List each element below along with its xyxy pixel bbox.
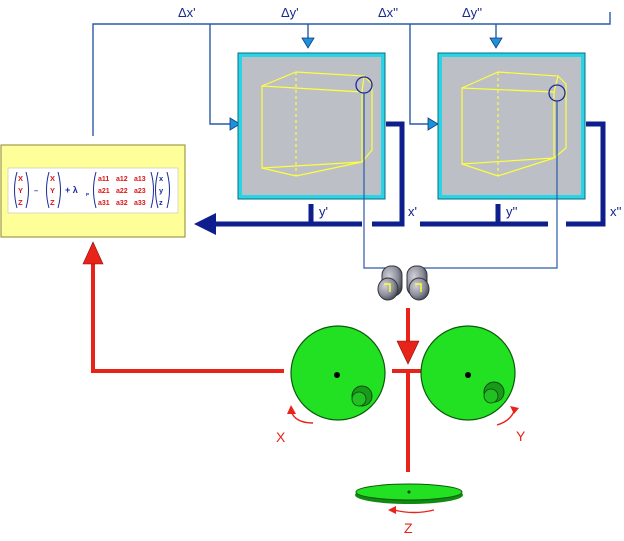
arrow-dy2 bbox=[489, 37, 503, 49]
red-linkage bbox=[91, 262, 424, 472]
feedback-wire bbox=[92, 12, 611, 136]
rotation-arrowhead-z bbox=[388, 506, 396, 514]
svg-text:z: z bbox=[159, 198, 163, 207]
label-x1: x' bbox=[408, 204, 417, 219]
plate-1-cube bbox=[261, 71, 373, 177]
image-plate-1 bbox=[237, 52, 386, 200]
top-arrowheads bbox=[229, 37, 503, 131]
arrow-down-to-handwheels bbox=[396, 340, 420, 365]
marker-wire-2 bbox=[418, 101, 558, 269]
svg-text:a31: a31 bbox=[98, 200, 110, 207]
label-dy1: Δy' bbox=[281, 5, 299, 20]
label-y1: y' bbox=[319, 204, 328, 219]
wire-dx2 bbox=[409, 24, 428, 125]
image-plate-2 bbox=[437, 52, 586, 200]
svg-text:Y: Y bbox=[50, 186, 55, 195]
top-wire-network bbox=[92, 12, 611, 136]
svg-text:Z: Z bbox=[50, 198, 55, 207]
scale-x2 bbox=[566, 121, 606, 227]
plate-2-cube bbox=[461, 71, 567, 177]
arrow-dy1 bbox=[301, 37, 315, 49]
svg-text:y: y bbox=[159, 186, 164, 195]
wire-dx1 bbox=[209, 24, 230, 125]
svg-text:a32: a32 bbox=[116, 200, 128, 207]
coordinate-scales bbox=[210, 121, 606, 227]
return-to-formula bbox=[91, 262, 284, 373]
handwheel-x bbox=[290, 325, 386, 421]
label-rotation-x: X bbox=[276, 429, 286, 445]
handwheel-y bbox=[420, 325, 516, 421]
svg-text:a22: a22 bbox=[116, 188, 128, 195]
roller-right bbox=[406, 265, 430, 301]
measuring-rollers bbox=[377, 265, 430, 301]
rotation-arrowhead-y bbox=[510, 406, 519, 414]
marker-wires bbox=[363, 93, 558, 269]
svg-text:a13: a13 bbox=[134, 176, 146, 183]
arrow-up-to-formula bbox=[82, 241, 104, 265]
label-y2: y'' bbox=[506, 204, 517, 219]
formula-box: X Y Z – X Y Z + λ P a11 a12 a13 bbox=[0, 144, 186, 238]
arrow-dx1 bbox=[229, 117, 241, 131]
svg-text:a11: a11 bbox=[98, 176, 109, 183]
formula-X: X bbox=[18, 174, 23, 183]
label-dx2: Δx'' bbox=[378, 5, 398, 20]
top-labels: Δx' Δy' Δx'' Δy'' bbox=[178, 5, 482, 20]
formula-Y: Y bbox=[18, 186, 23, 195]
rotation-arrowhead-x bbox=[287, 405, 296, 414]
label-dx1: Δx' bbox=[178, 5, 196, 20]
scale-x1 bbox=[372, 121, 405, 227]
svg-text:a23: a23 bbox=[134, 188, 146, 195]
axis-labels: y' x' y'' x'' bbox=[319, 204, 621, 219]
label-rotation-z: Z bbox=[404, 520, 413, 536]
label-x2: x'' bbox=[610, 204, 621, 219]
disc-z bbox=[355, 483, 463, 504]
formula-lambda-sub: P bbox=[86, 192, 89, 197]
arrow-dx2 bbox=[427, 117, 439, 131]
marker-wire-1 bbox=[363, 93, 386, 269]
svg-text:a12: a12 bbox=[116, 176, 128, 183]
formula-vector-origin: X Y Z bbox=[46, 171, 61, 209]
output-arrow-to-formula bbox=[194, 213, 216, 235]
formula-vector-upper: X Y Z bbox=[14, 171, 29, 209]
formula-minus: – bbox=[34, 186, 38, 195]
svg-text:x: x bbox=[159, 174, 164, 183]
rotation-arrow-y bbox=[496, 408, 516, 426]
formula-vector-lower: x y z bbox=[155, 171, 170, 209]
svg-text:X: X bbox=[50, 174, 55, 183]
svg-text:a33: a33 bbox=[134, 200, 146, 207]
formula-plus-lambda: + λ bbox=[65, 185, 78, 195]
formula-Z: Z bbox=[18, 198, 23, 207]
rotation-labels: X Y Z bbox=[276, 428, 526, 536]
svg-text:a21: a21 bbox=[98, 188, 110, 195]
label-rotation-y: Y bbox=[516, 428, 526, 444]
roller-left bbox=[377, 265, 403, 301]
label-dy2: Δy'' bbox=[462, 5, 482, 20]
formula-matrix: a11 a12 a13 a21 a22 a23 a31 a32 a33 bbox=[93, 171, 154, 209]
rotation-arrow-z bbox=[393, 509, 435, 514]
